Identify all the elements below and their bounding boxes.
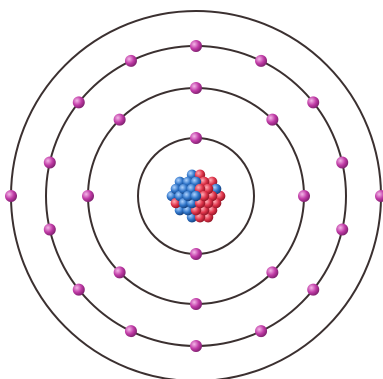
electron-shell-2-5 xyxy=(190,298,202,310)
electron-shell-3-7 xyxy=(255,325,267,337)
electron-shell-1-1 xyxy=(190,132,202,144)
neutron-particle xyxy=(191,191,201,201)
electron-shell-2-1 xyxy=(190,82,202,94)
electron-shell-1-2 xyxy=(190,248,202,260)
electron-shell-3-10 xyxy=(73,284,85,296)
electron-shell-2-4 xyxy=(266,266,278,278)
electron-shell-4-1 xyxy=(5,190,17,202)
electron-shell-3-9 xyxy=(125,325,137,337)
electron-shell-2-7 xyxy=(82,190,94,202)
electron-shell-2-3 xyxy=(298,190,310,202)
electron-shell-3-6 xyxy=(307,284,319,296)
electron-shell-3-13 xyxy=(73,96,85,108)
electron-shell-3-4 xyxy=(336,157,348,169)
electron-shell-3-2 xyxy=(255,55,267,67)
electron-shell-4-2 xyxy=(375,190,383,202)
electron-shell-3-5 xyxy=(336,223,348,235)
electron-shell-2-6 xyxy=(114,266,126,278)
electron-shell-3-14 xyxy=(125,55,137,67)
electron-shell-2-2 xyxy=(266,114,278,126)
electron-shell-3-3 xyxy=(307,96,319,108)
electron-shell-3-12 xyxy=(44,157,56,169)
nucleus xyxy=(167,170,226,223)
electron-shell-3-1 xyxy=(190,40,202,52)
electron-shell-2-8 xyxy=(114,114,126,126)
electron-shell-3-8 xyxy=(190,340,202,352)
electron-shell-3-11 xyxy=(44,223,56,235)
